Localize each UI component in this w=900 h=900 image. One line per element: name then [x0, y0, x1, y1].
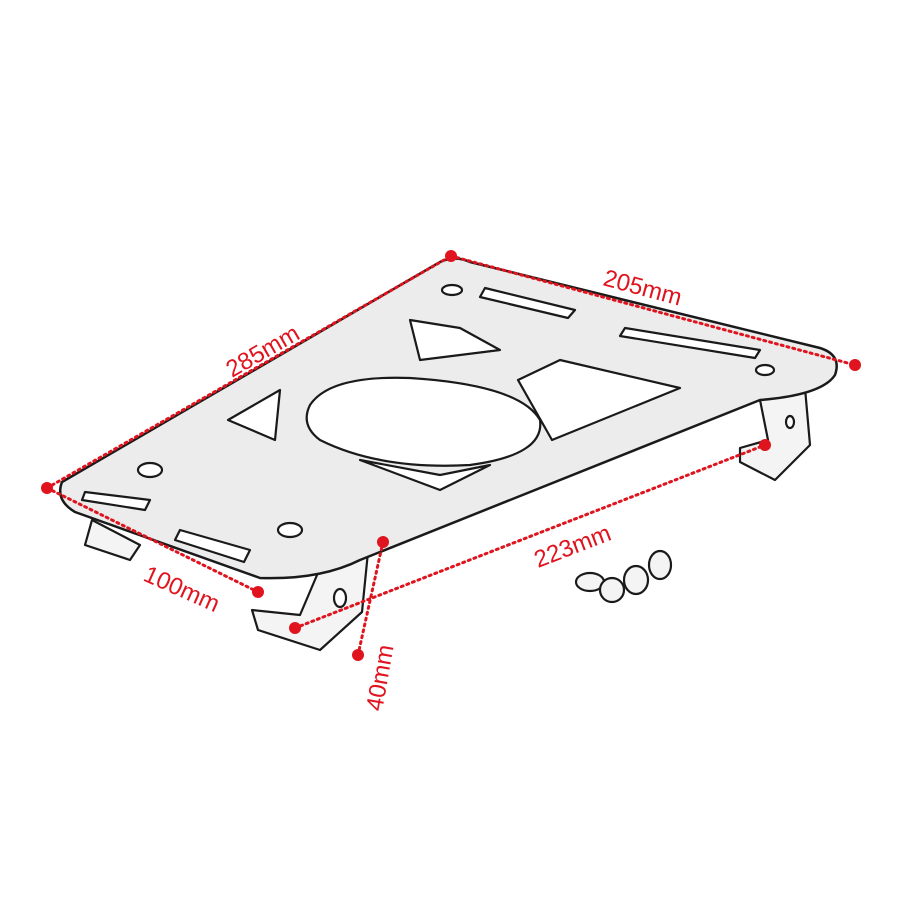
dim-label-40: 40mm [361, 643, 399, 713]
dimension-dots [41, 250, 861, 661]
dim-label-223: 223mm [530, 520, 614, 574]
front-bracket [83, 518, 370, 652]
plate [58, 257, 838, 580]
screws [574, 549, 673, 604]
